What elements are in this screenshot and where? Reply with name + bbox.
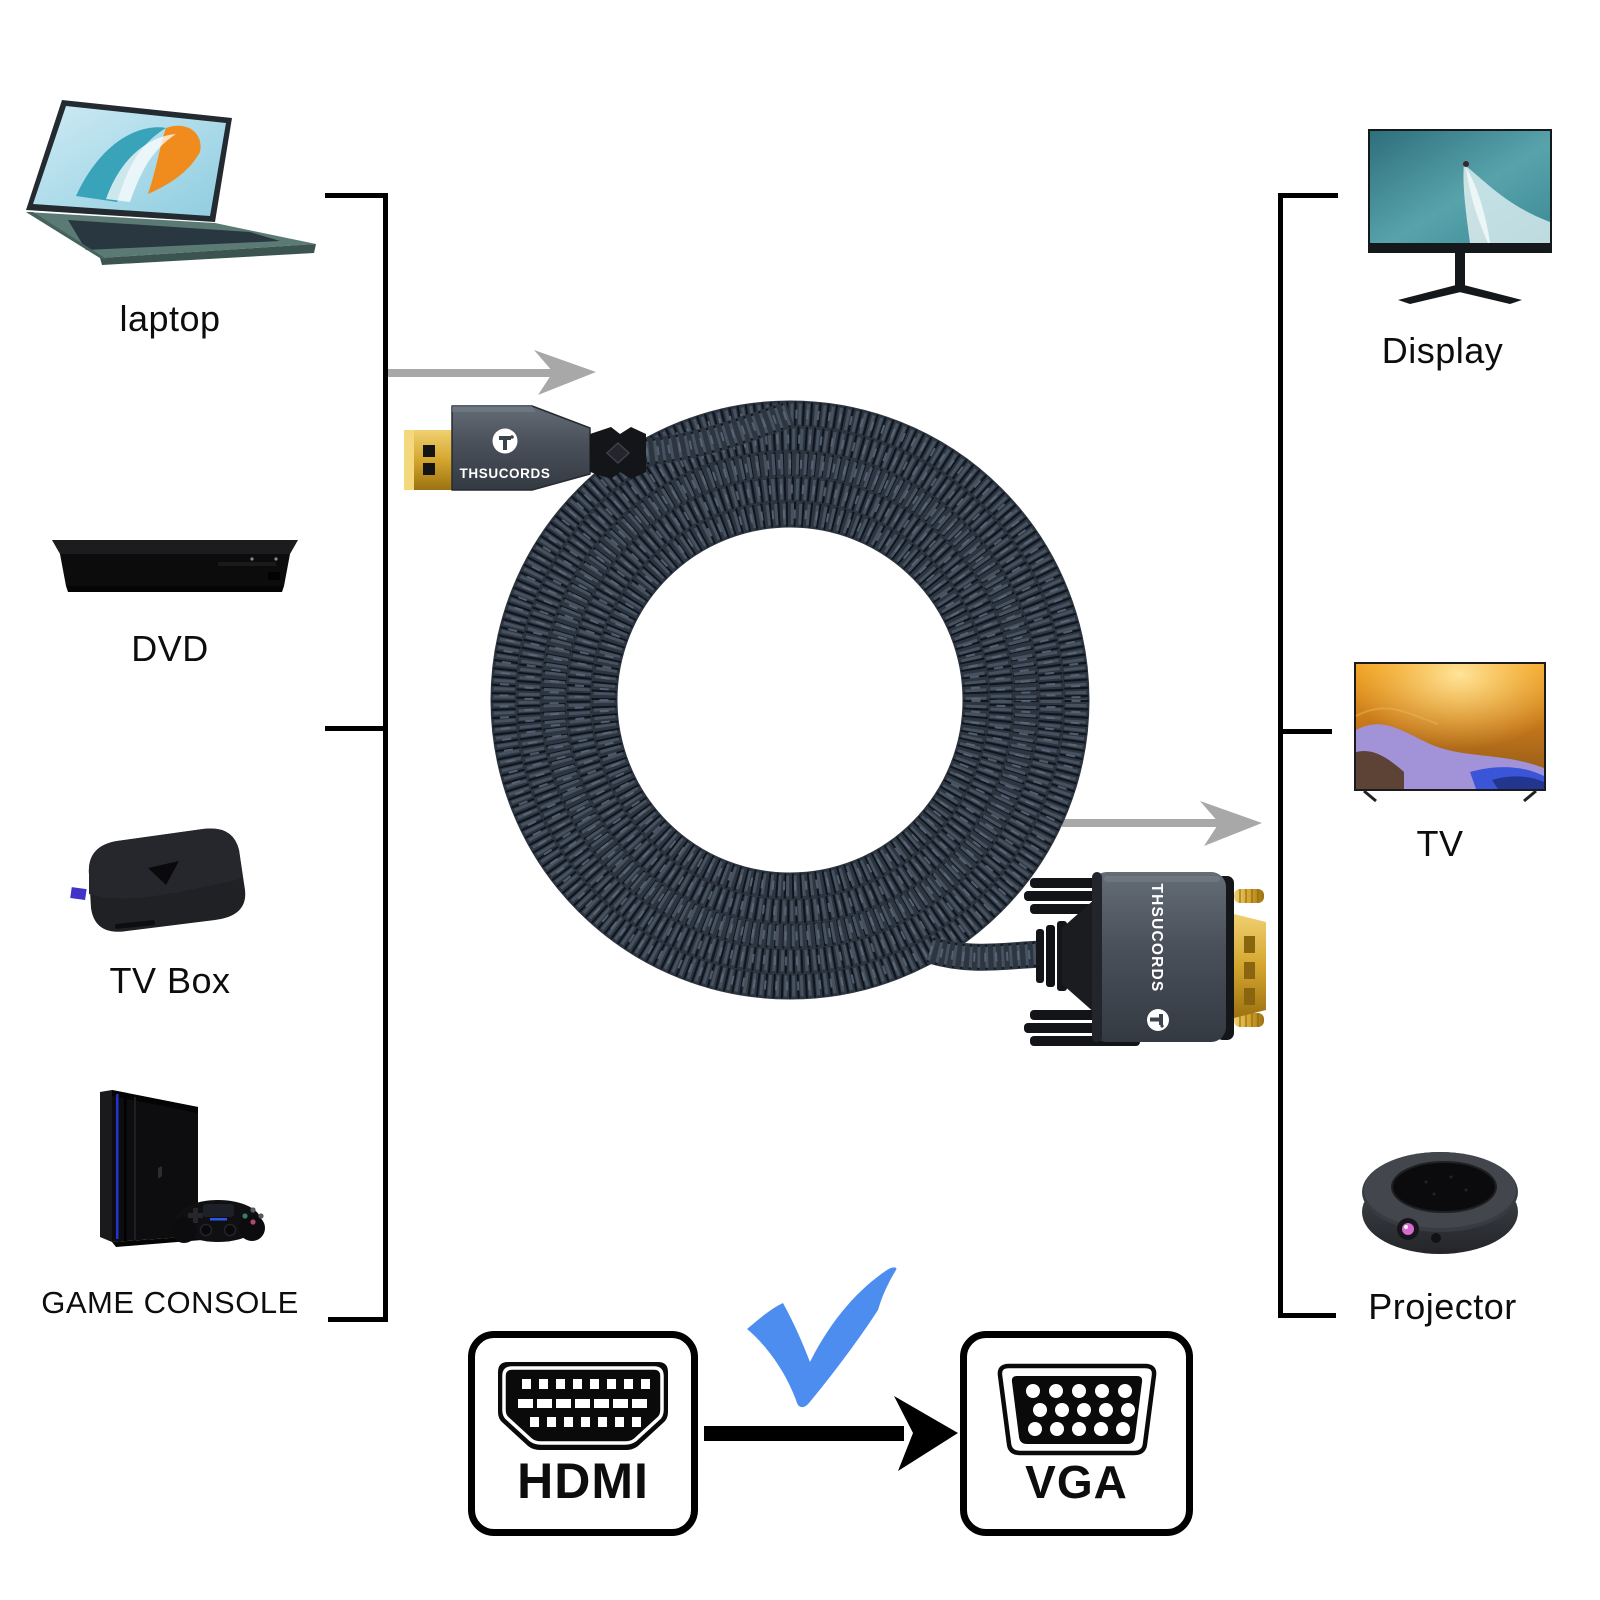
cable-exit: [926, 936, 1043, 971]
vga-plug: [1234, 914, 1266, 1018]
vga-port-icon: [997, 1363, 1157, 1456]
display-label: Display: [1381, 330, 1504, 371]
controller: [171, 1200, 265, 1243]
laptop-label: laptop: [119, 298, 221, 339]
tv-label: TV: [1416, 823, 1464, 864]
game-console-label: GAME CONSOLE: [41, 1285, 299, 1320]
tv-box-label: TV Box: [109, 960, 231, 1001]
display-monitor-image: [1368, 129, 1552, 304]
flow-arrow-right: [1062, 801, 1262, 846]
checkmark-icon: [747, 1267, 897, 1408]
dvd-label: DVD: [131, 628, 209, 669]
left-bracket-mid-tick: [325, 726, 383, 731]
right-bracket-bottom-tick: [1278, 1313, 1336, 1318]
right-bracket-top-tick: [1283, 193, 1338, 198]
laptop-image: [26, 100, 316, 265]
tv-image: [1354, 662, 1546, 803]
right-bracket-vertical: [1278, 193, 1283, 1318]
projector-label: Projector: [1368, 1286, 1517, 1327]
conversion-arrow: [704, 1396, 958, 1471]
game-console-image: [100, 1090, 265, 1247]
right-bracket-mid-tick: [1278, 729, 1332, 734]
hdmi-port-label: HDMI: [517, 1453, 649, 1509]
cable-entry: [644, 401, 795, 466]
vga-screws: [1234, 889, 1264, 1027]
vga-port-label: VGA: [1025, 1456, 1128, 1508]
projector-image: [1362, 1152, 1518, 1254]
cable-coil: [490, 400, 1090, 1000]
dvd-player-image: [52, 540, 298, 592]
tv-box-image: [70, 828, 246, 932]
vga-connector-brand: THSUCORDS: [1148, 884, 1165, 993]
cable-assembly: THSUCORDS THSUCORDS: [388, 350, 1266, 1046]
left-bracket-top-tick: [325, 193, 388, 198]
flow-arrow-left: [388, 350, 596, 395]
hdmi-connector-brand: THSUCORDS: [460, 466, 551, 481]
left-bracket-bottom-tick: [328, 1317, 383, 1322]
hdmi-connector: THSUCORDS: [404, 405, 646, 491]
hdmi-port-icon: [498, 1362, 668, 1450]
vga-connector: THSUCORDS: [1024, 872, 1266, 1046]
left-bracket-vertical: [383, 193, 388, 1322]
